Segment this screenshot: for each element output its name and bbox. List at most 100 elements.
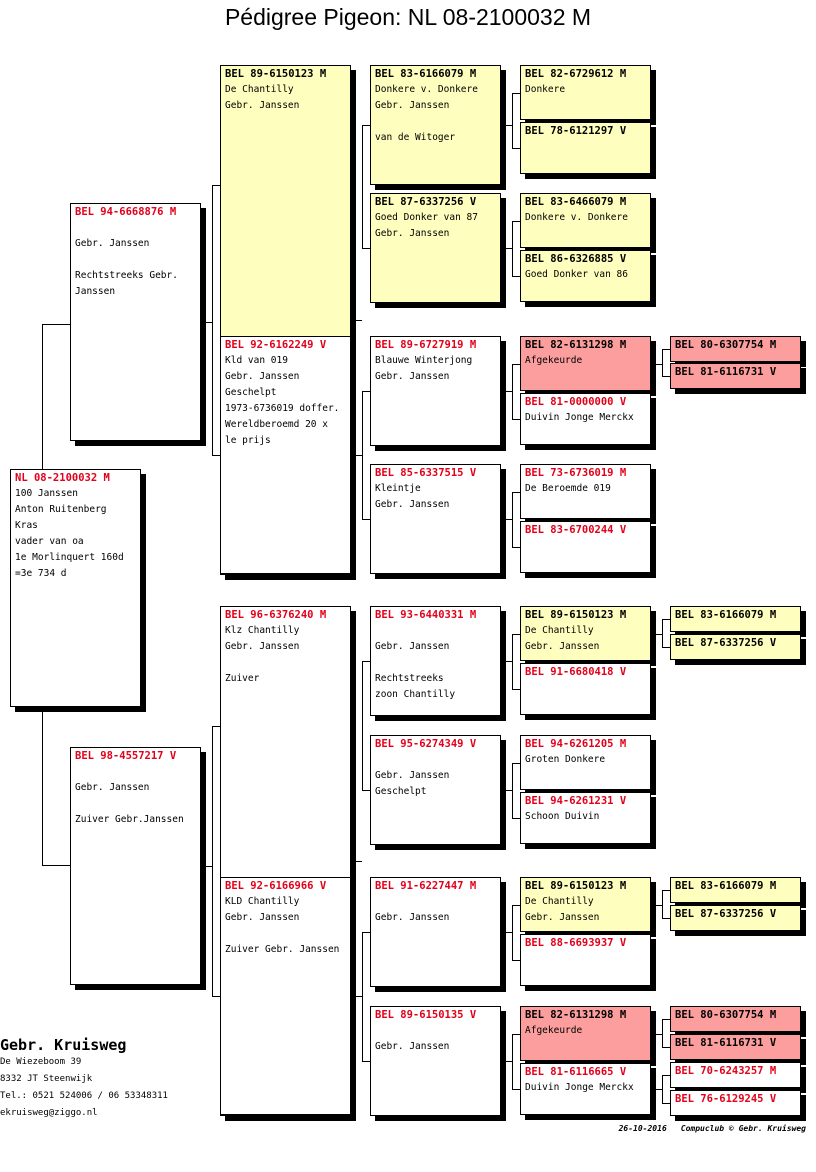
- tree-connector: [351, 996, 362, 997]
- ring-number: BEL 91-6227447 M: [375, 880, 477, 892]
- pigeon-card-mmmmm[interactable]: BEL 76-6129245 V: [670, 1090, 801, 1116]
- tree-connector: [512, 633, 513, 689]
- pigeon-card-mmmfm[interactable]: BEL 81-6116731 V: [670, 1034, 801, 1060]
- tree-connector: [512, 762, 520, 764]
- pigeon-info-line: Zuiver Gebr. Janssen: [225, 944, 340, 955]
- pigeon-info-line: Donkere: [525, 84, 566, 95]
- tree-connector: [512, 419, 520, 420]
- tree-connector: [662, 619, 663, 647]
- pigeon-card-mff[interactable]: BEL 93-6440331 M Gebr. Janssen Rechtstre…: [370, 606, 501, 716]
- pigeon-card-mmm[interactable]: BEL 89-6150135 V Gebr. Janssen: [370, 1006, 501, 1116]
- ring-number: BEL 88-6693937 V: [525, 937, 627, 949]
- ring-number: BEL 76-6129245 V: [675, 1093, 777, 1105]
- ring-number: BEL 92-6166966 V: [225, 880, 327, 892]
- pigeon-card-mmfm[interactable]: BEL 88-6693937 V Gebr. Janssen: [520, 934, 651, 986]
- tree-connector: [501, 391, 512, 392]
- pigeon-card-fmfff[interactable]: BEL 80-6307754 M: [670, 336, 801, 362]
- tree-connector: [662, 376, 670, 377]
- pigeon-card-mffff[interactable]: BEL 83-6166079 M: [670, 606, 801, 632]
- ring-number: BEL 87-6337256 V: [675, 637, 777, 649]
- pigeon-card-mmffm[interactable]: BEL 87-6337256 V: [670, 905, 801, 931]
- tree-connector: [201, 322, 212, 323]
- tree-connector: [362, 391, 370, 392]
- pigeon-card-mfffm[interactable]: BEL 87-6337256 V: [670, 634, 801, 660]
- tree-connector: [662, 890, 663, 918]
- pigeon-card-fffm[interactable]: BEL 78-6121297 V: [520, 122, 651, 174]
- pigeon-info-line: [375, 1023, 496, 1039]
- ring-number: BEL 85-6337515 V: [375, 467, 477, 479]
- pigeon-card-m[interactable]: BEL 98-4557217 V Gebr. Janssen Zuiver Ge…: [70, 747, 201, 985]
- pigeon-card-fmffm[interactable]: BEL 81-6116731 V: [670, 363, 801, 389]
- ring-number: BEL 81-6116731 V: [675, 1037, 777, 1049]
- pigeon-card-f[interactable]: BEL 94-6668876 M Gebr. Janssen Rechtstre…: [70, 203, 201, 441]
- tree-connector: [662, 1075, 670, 1076]
- pigeon-info-line: Duivin Jonge Merckx: [525, 412, 634, 423]
- pigeon-card-mmmmf[interactable]: BEL 70-6243257 M: [670, 1062, 801, 1088]
- tree-connector: [512, 1033, 513, 1089]
- pigeon-info-line: Blauwe Winterjong: [375, 355, 473, 366]
- tree-connector: [512, 904, 513, 960]
- tree-connector: [42, 324, 70, 325]
- pigeon-info-line: Gebr. Janssen: [375, 371, 450, 382]
- pigeon-info-line: [525, 696, 646, 712]
- pigeon-info-line: [375, 623, 496, 639]
- pigeon-info-line: [525, 538, 646, 554]
- tree-connector: [651, 1033, 662, 1035]
- tree-connector: [212, 996, 220, 997]
- tree-connector: [662, 918, 670, 919]
- owner-address-line2: 8332 JT Steenwijk: [0, 1074, 93, 1084]
- tree-connector: [662, 890, 670, 891]
- tree-connector: [512, 547, 520, 548]
- ring-number: BEL 89-6150123 M: [225, 68, 327, 80]
- pigeon-info-line: Gebr. Janssen: [525, 983, 646, 985]
- pigeon-card-mmfff[interactable]: BEL 83-6166079 M: [670, 877, 801, 903]
- pigeon-card-mmmff[interactable]: BEL 80-6307754 M: [670, 1006, 801, 1032]
- tree-connector: [362, 661, 370, 662]
- pigeon-info-line: Donkere v. Donkere: [375, 84, 478, 95]
- tree-connector: [512, 633, 520, 635]
- pigeon-info-line: [525, 951, 646, 967]
- pigeon-card-mmf[interactable]: BEL 91-6227447 M Gebr. Janssen: [370, 877, 501, 987]
- pigeon-info-line: Zuiver: [225, 673, 260, 684]
- tree-connector: [512, 220, 520, 222]
- pigeon-card-fmmm[interactable]: BEL 83-6700244 V Gebr. Janssen: [520, 521, 651, 573]
- pigeon-card-ffff[interactable]: BEL 82-6729612 M Donkere: [520, 65, 651, 120]
- tree-connector: [42, 324, 43, 469]
- pigeon-info-line: Geschelpt: [375, 786, 427, 797]
- tree-connector: [512, 363, 520, 365]
- tree-connector: [362, 125, 370, 126]
- ring-number: BEL 80-6307754 M: [675, 339, 777, 351]
- ring-number: BEL 83-6166079 M: [675, 880, 777, 892]
- ring-number: BEL 87-6337256 V: [675, 908, 777, 920]
- pigeon-info-line: le prijs: [225, 435, 271, 446]
- ring-number: BEL 80-6307754 M: [675, 1009, 777, 1021]
- owner-email[interactable]: ekruisweg@ziggo.nl: [0, 1108, 98, 1118]
- pigeon-info-line: Afgekeurde: [525, 1025, 583, 1036]
- tree-connector: [651, 904, 662, 906]
- pigeon-card-mffm[interactable]: BEL 91-6680418 V Gebr. Janssen: [520, 663, 651, 715]
- pigeon-info-line: 100 Janssen: [15, 488, 78, 499]
- ring-number: BEL 82-6729612 M: [525, 68, 627, 80]
- ring-number: BEL 73-6736019 M: [525, 467, 627, 479]
- pigeon-info-line: Gebr. Janssen: [375, 912, 450, 923]
